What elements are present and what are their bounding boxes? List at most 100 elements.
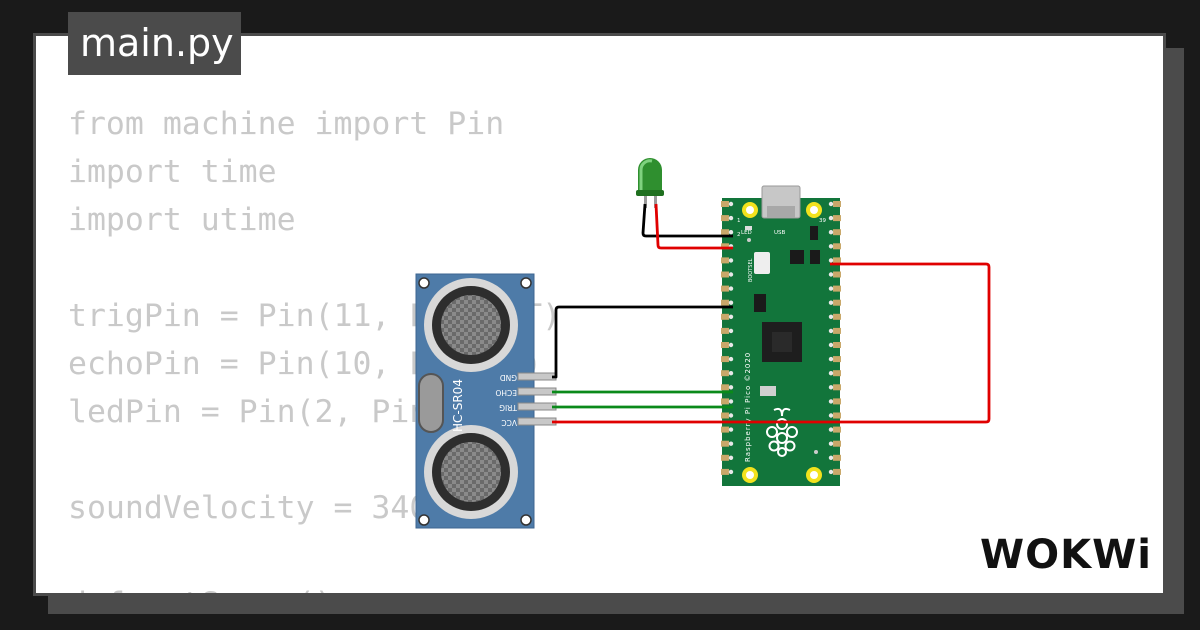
pico-pin-hole xyxy=(728,230,734,235)
pico-pin-right[interactable] xyxy=(833,426,841,433)
pin-gnd[interactable] xyxy=(517,372,557,381)
pico-pin-right[interactable] xyxy=(833,356,841,363)
pico-pin-hole xyxy=(828,244,834,249)
pico-pin-hole xyxy=(728,258,734,263)
wokwi-logo-text: WOKWi xyxy=(980,532,1152,578)
pico-pin-hole xyxy=(828,385,834,390)
pico-pin-header[interactable] xyxy=(721,201,841,475)
pico-pin-right[interactable] xyxy=(833,257,841,264)
bootsel-button[interactable] xyxy=(754,252,770,274)
pico-pin-right[interactable] xyxy=(833,398,841,405)
hc-sr04-sensor[interactable]: HC-SR04 GND ECHO TRIG VCC xyxy=(415,273,557,529)
pico-pin-hole xyxy=(828,314,834,319)
pico-pin-right[interactable] xyxy=(833,313,841,320)
chip-small xyxy=(790,250,804,264)
pico-pin-hole xyxy=(728,286,734,291)
pico-pin-left[interactable] xyxy=(721,454,729,461)
pico-pin-hole xyxy=(828,427,834,432)
pico-pin-right[interactable] xyxy=(833,243,841,250)
pico-led-label: LED xyxy=(741,230,752,236)
pico-pin-left[interactable] xyxy=(721,412,729,419)
pico-pin-hole xyxy=(728,328,734,334)
pico-pin-hole xyxy=(828,258,834,263)
bootsel-label: BOOTSEL xyxy=(748,258,754,282)
pin-vcc[interactable] xyxy=(517,417,557,426)
pico-pin-left[interactable] xyxy=(721,468,729,475)
pin-label-echo: ECHO xyxy=(495,388,517,397)
pico-pin-hole xyxy=(728,413,734,418)
pico-pin-right[interactable] xyxy=(833,454,841,461)
pico-pin-left[interactable] xyxy=(721,299,729,306)
pico-pin-left[interactable] xyxy=(721,384,729,391)
pico-pin-right[interactable] xyxy=(833,271,841,278)
pico-pin-right[interactable] xyxy=(833,412,841,419)
pico-pin-hole xyxy=(728,314,734,319)
pico-pin-hole xyxy=(728,272,734,277)
pico-pin-hole xyxy=(828,230,834,235)
pico-pin-left[interactable] xyxy=(721,398,729,405)
wire-vcc[interactable] xyxy=(552,262,991,424)
pico-pin-39: 39 xyxy=(819,218,826,224)
pico-pin-left[interactable] xyxy=(721,356,729,363)
pico-pin-right[interactable] xyxy=(833,201,841,207)
pico-pin-right[interactable] xyxy=(833,370,841,377)
pico-pin-right[interactable] xyxy=(833,384,841,391)
pico-pin-left[interactable] xyxy=(721,370,729,377)
pico-pin-right[interactable] xyxy=(833,468,841,475)
pico-usb-label: USB xyxy=(774,230,786,236)
pico-pin-hole xyxy=(828,399,834,404)
pico-pin-right[interactable] xyxy=(833,327,841,334)
pico-pin-left[interactable] xyxy=(721,342,729,348)
sensor-name: HC-SR04 xyxy=(451,379,465,432)
wires xyxy=(552,203,991,424)
code-line: import utime xyxy=(68,202,296,238)
crystal-oscillator xyxy=(418,373,444,433)
transducer-top xyxy=(424,278,518,372)
code-line: from machine import Pin xyxy=(68,106,505,142)
file-tab[interactable]: main.py xyxy=(68,12,241,75)
pico-pin-hole xyxy=(728,342,734,348)
wire-gnd[interactable] xyxy=(552,305,733,379)
pico-pin-right[interactable] xyxy=(833,342,841,348)
pico-pin-hole xyxy=(828,469,834,475)
pico-pin-hole xyxy=(728,469,734,475)
pico-pin-hole xyxy=(728,441,734,446)
pico-pin-hole xyxy=(728,455,734,460)
pico-pin-left[interactable] xyxy=(721,313,729,320)
pico-pin-right[interactable] xyxy=(833,285,841,292)
pico-pin-left[interactable] xyxy=(721,201,729,207)
pico-pin-hole xyxy=(828,371,834,376)
pico-pin-left[interactable] xyxy=(721,215,729,222)
pico-pin-hole xyxy=(828,441,834,446)
pin-trig[interactable] xyxy=(517,402,557,411)
wire-led-anode[interactable] xyxy=(654,203,733,250)
pico-board-label: Raspberry Pi Pico ©2020 xyxy=(744,352,752,462)
pico-pin-left[interactable] xyxy=(721,327,729,334)
pico-pin-hole xyxy=(728,399,734,404)
pico-pin-hole xyxy=(828,342,834,348)
pin-label-gnd: GND xyxy=(500,373,517,382)
pico-pin-left[interactable] xyxy=(721,426,729,433)
wokwi-logo: WOKWi xyxy=(980,532,1152,578)
pico-pin-hole xyxy=(728,201,734,207)
pico-pin-right[interactable] xyxy=(833,229,841,236)
pin-echo[interactable] xyxy=(517,387,557,396)
pico-pin-left[interactable] xyxy=(721,285,729,292)
pico-pin-1: 1 xyxy=(737,218,741,224)
pico-pin-2: 2 xyxy=(737,232,741,238)
raspberry-pi-pico[interactable]: LED USB 1 2 39 BOOTSEL Raspberry Pi Pico… xyxy=(721,185,841,486)
pico-pin-left[interactable] xyxy=(721,243,729,250)
pico-pin-left[interactable] xyxy=(721,229,729,236)
pico-pin-right[interactable] xyxy=(833,440,841,447)
green-led[interactable] xyxy=(636,158,664,208)
pico-pin-left[interactable] xyxy=(721,271,729,278)
pico-pin-hole xyxy=(728,385,734,390)
pico-pin-hole xyxy=(828,201,834,207)
pico-pin-left[interactable] xyxy=(721,257,729,264)
code-line: import time xyxy=(68,154,277,190)
pico-pin-right[interactable] xyxy=(833,299,841,306)
pico-pin-right[interactable] xyxy=(833,215,841,222)
wire-led-gnd[interactable] xyxy=(641,203,733,238)
pico-pin-left[interactable] xyxy=(721,440,729,447)
